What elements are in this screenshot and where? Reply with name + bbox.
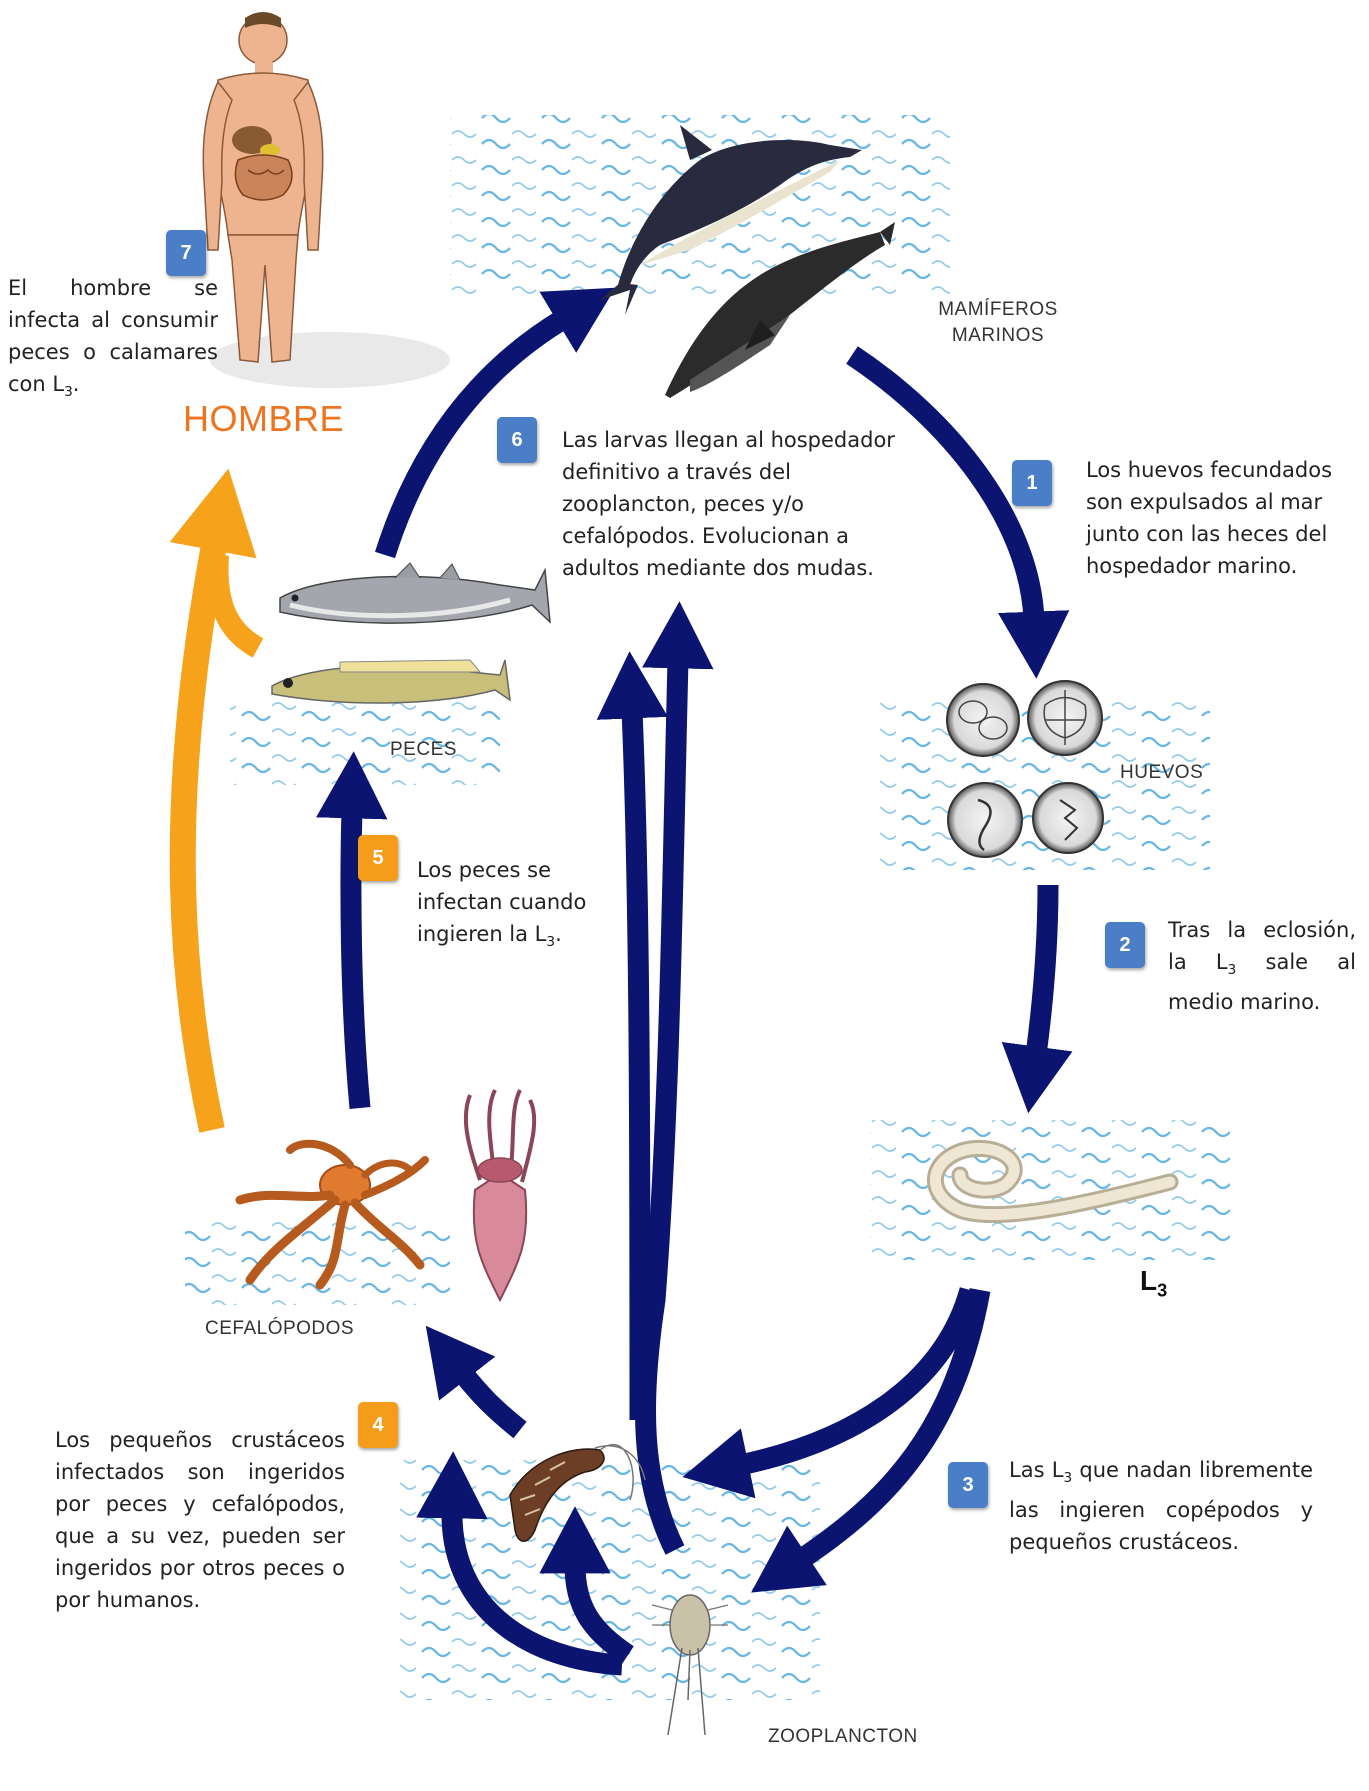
step-2-text: Tras la eclosión, la L3 sale al medio ma… xyxy=(1168,914,1356,1018)
arrow-2-eggs-to-l3 xyxy=(1036,885,1048,1055)
peces-label: PECES xyxy=(390,739,457,761)
step-3-text-before: Las L xyxy=(1009,1458,1063,1482)
huevos-label: HUEVOS xyxy=(1120,762,1203,784)
l3-label: L3 xyxy=(1140,1265,1167,1302)
mamiferos-marinos-label: MAMÍFEROS MARINOS xyxy=(928,297,1068,349)
fish-image xyxy=(272,563,550,703)
mamiferos-label-line2: MARINOS xyxy=(928,323,1068,349)
step-badge-7: 7 xyxy=(166,230,206,276)
arrow-crustacean-up-to-hosts xyxy=(632,710,640,1420)
step-badge-3: 3 xyxy=(948,1462,988,1508)
arrow-7-to-human xyxy=(183,540,215,1130)
step-3-subscript: 3 xyxy=(1063,1470,1072,1486)
mamiferos-label-line1: MAMÍFEROS xyxy=(928,297,1068,323)
step-badge-5: 5 xyxy=(358,835,398,881)
l3-label-letter: L xyxy=(1140,1265,1157,1296)
human-figure xyxy=(203,12,450,388)
step-1-text: Los huevos fecundados son expulsados al … xyxy=(1086,454,1351,582)
step-2-subscript: 3 xyxy=(1228,962,1237,978)
step-7-text-before: El hombre se infecta al consumir peces o… xyxy=(8,276,218,396)
step-7-text-after: . xyxy=(73,372,80,396)
zooplancton-label: ZOOPLANCTON xyxy=(768,1726,918,1748)
step-3-text: Las L3 que nadan libremente las ingieren… xyxy=(1009,1454,1313,1558)
squid-image xyxy=(466,1090,534,1300)
step-badge-4: 4 xyxy=(358,1402,398,1448)
step-5-text-after: . xyxy=(555,922,562,946)
step-badge-1: 1 xyxy=(1012,460,1052,506)
step-6-text: Las larvas llegan al hospedador definiti… xyxy=(562,424,907,584)
step-4-text: Los pequeños crustáceos infectados son i… xyxy=(55,1424,345,1616)
arrow-4-crustacean-to-cephalopods xyxy=(462,1372,520,1430)
step-badge-2: 2 xyxy=(1105,922,1145,968)
step-7-subscript: 3 xyxy=(64,384,73,400)
step-5-subscript: 3 xyxy=(546,934,555,950)
step-badge-6: 6 xyxy=(497,417,537,463)
step-5-text: Los peces se infectan cuando ingieren la… xyxy=(417,854,612,958)
arrow-7-fish-to-human xyxy=(217,555,258,648)
step-7-text: El hombre se infecta al consumir peces o… xyxy=(8,272,218,408)
l3-label-subscript: 3 xyxy=(1157,1281,1167,1301)
cefalopodos-label: CEFALÓPODOS xyxy=(205,1318,354,1340)
